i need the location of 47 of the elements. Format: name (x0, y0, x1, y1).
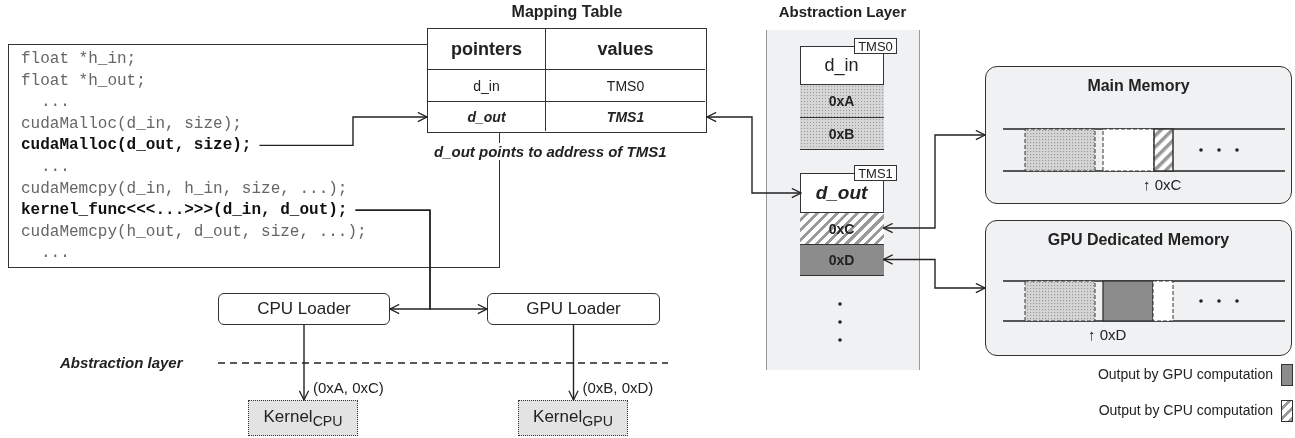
arrow (706, 111, 802, 199)
code-line: cudaMemcpy(d_in, h_in, size, ...); (21, 178, 348, 199)
legend-text: Output by GPU computation (1097, 366, 1273, 382)
memory-panel (985, 66, 1292, 204)
memory-cell: 0xA (799, 84, 884, 117)
arrow (258, 111, 428, 147)
arrow (568, 324, 579, 401)
code-line: float *h_in; (21, 49, 137, 69)
table-entry: TMS1 (605, 107, 646, 127)
memory-cell: 0xC (799, 212, 884, 244)
code-line: ... (41, 243, 70, 264)
panel-title: GPU Dedicated Memory (1046, 231, 1231, 249)
layer-label: Abstraction layer (58, 354, 185, 371)
arrow (882, 129, 986, 234)
legend-text: Output by CPU computation (1098, 402, 1273, 418)
block-label: d_in (823, 55, 860, 76)
arrow (298, 324, 310, 401)
code-line: kernel_func<<<...>>>(d_in, d_out); (21, 200, 348, 221)
arrow (882, 254, 986, 294)
memory-panel (985, 220, 1292, 356)
table-entry: d_in (428, 70, 546, 102)
code-line: float *h_out; (21, 70, 146, 91)
memory-cell: 0xB (799, 117, 884, 149)
address-note: ↑ 0xC (1143, 176, 1182, 193)
memory-cell: 0xD (799, 244, 884, 275)
block-label: d_out (814, 182, 869, 204)
panel-title: Main Memory (1086, 77, 1191, 95)
arrow (354, 209, 488, 315)
table-entry: TMS0 (546, 70, 705, 102)
block-tag: TMS0 (854, 38, 897, 54)
table-header: values (546, 29, 705, 70)
address-note: ↑ 0xD (1088, 326, 1127, 343)
code-line: cudaMemcpy(h_out, d_out, size, ...); (21, 221, 367, 242)
band-title: Abstraction Layer (777, 3, 908, 20)
table-title: Mapping Table (510, 3, 624, 21)
loader-box: GPU Loader (487, 293, 660, 325)
code-line: ... (41, 92, 70, 113)
loader-box: CPU Loader (218, 293, 390, 325)
block-tag: TMS1 (854, 165, 897, 181)
table-header: pointers (428, 29, 546, 70)
kernel-box: Kernel$_{CPU}$ (248, 400, 358, 436)
kernel-box: Kernel$_{GPU}$ (518, 400, 628, 436)
table-entry: d_out (428, 102, 546, 131)
code-line: ... (41, 157, 70, 177)
code-line: cudaMalloc(d_in, size); (21, 113, 242, 134)
table-caption: d_out points to address of TMS1 (432, 143, 669, 160)
code-line: cudaMalloc(d_out, size); (21, 135, 252, 156)
